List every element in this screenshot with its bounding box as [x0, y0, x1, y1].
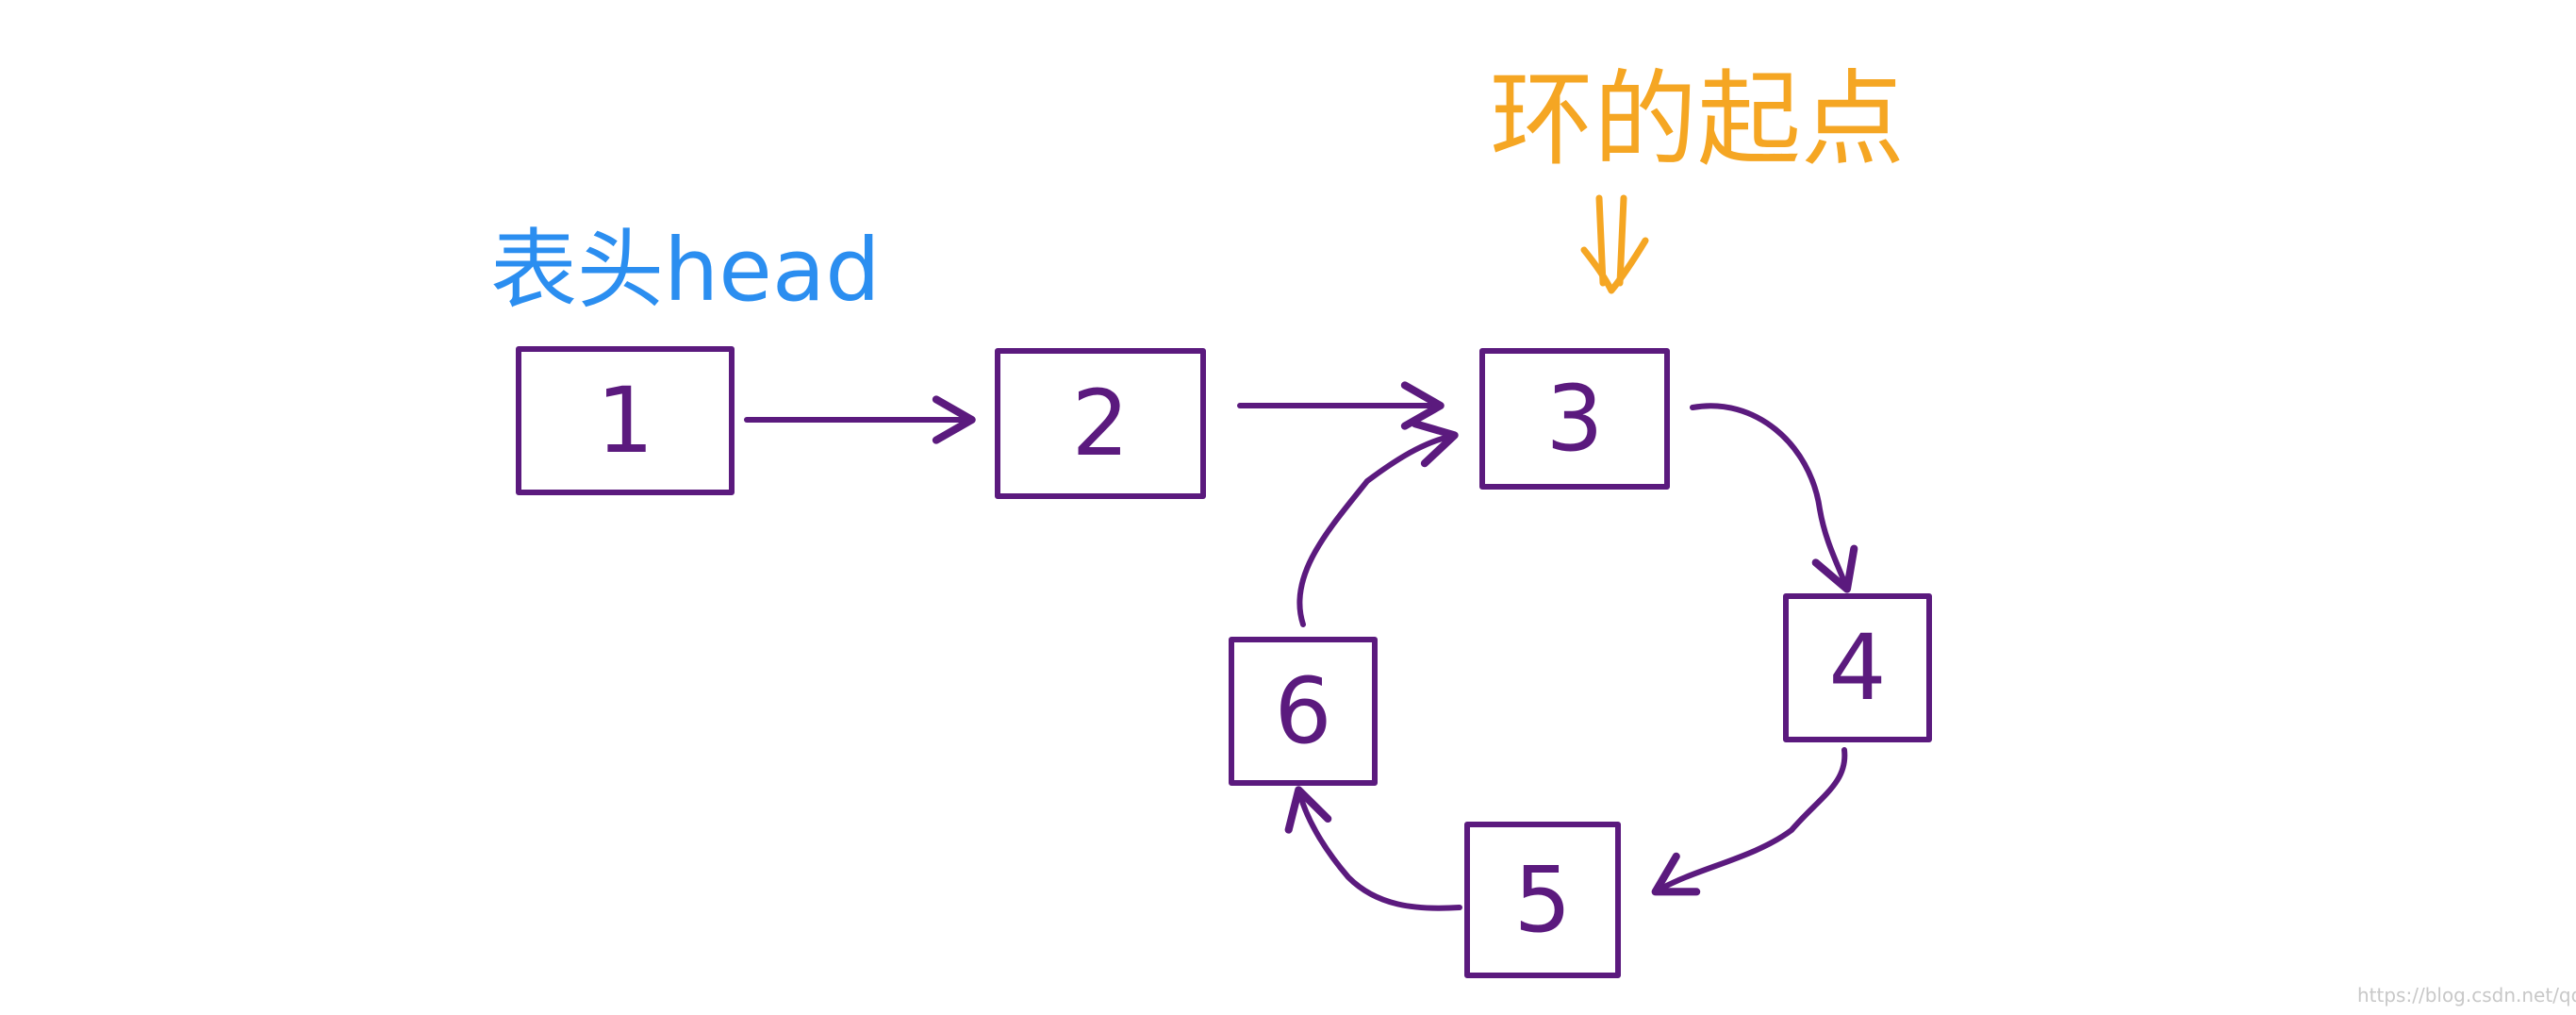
edges-layer [744, 381, 1858, 911]
edge-n6-to-n3 [1296, 420, 1459, 627]
node-box [995, 348, 1206, 499]
node-label: 3 [1545, 366, 1603, 472]
watermark-text: https://blog.csdn.net/qq_41648 [2357, 984, 2576, 1007]
nodes-layer: 1 2 3 4 5 6 [516, 346, 1932, 978]
node-box [1479, 348, 1670, 490]
node-label: 2 [1071, 371, 1129, 476]
node-6: 6 [1229, 637, 1378, 786]
node-1: 1 [516, 346, 735, 495]
edge-n4-to-n5 [1651, 747, 1848, 896]
node-3: 3 [1479, 348, 1670, 490]
edge-n3-to-n4 [1690, 403, 1858, 593]
node-5: 5 [1464, 822, 1621, 978]
head-label: 表头head [490, 220, 881, 321]
node-box [1464, 822, 1621, 978]
loop-start-pointer-arrow [1580, 194, 1649, 294]
node-box [1229, 637, 1378, 786]
loop-start-label: 环的起点 [1490, 59, 1905, 180]
node-box [1783, 593, 1932, 742]
node-4: 4 [1783, 593, 1932, 742]
node-label: 5 [1513, 847, 1571, 953]
node-label: 6 [1274, 658, 1331, 764]
edge-n5-to-n6 [1284, 786, 1462, 911]
node-label: 1 [596, 368, 653, 474]
node-box [516, 346, 735, 495]
node-label: 4 [1828, 615, 1886, 721]
node-2: 2 [995, 348, 1206, 499]
